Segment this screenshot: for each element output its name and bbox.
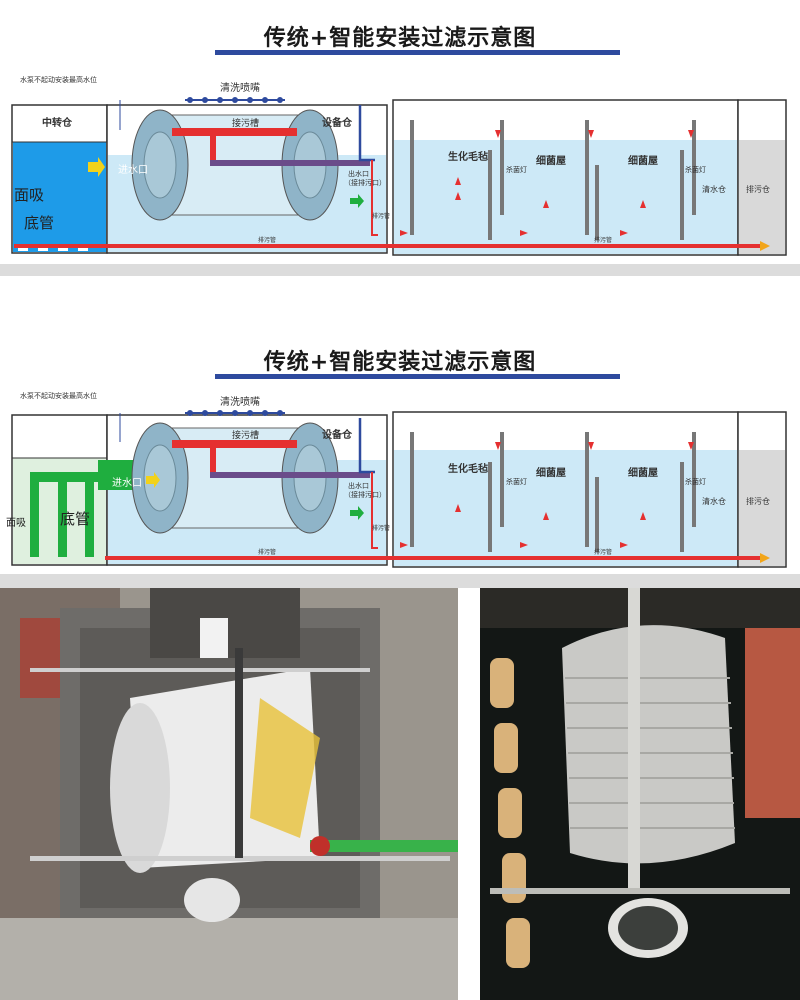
sewage-water: [739, 140, 785, 254]
outlet-label: 出水口: [348, 169, 369, 178]
discharge-pipe-label-2: 排污管: [372, 524, 390, 532]
suction-bottom-label-2: 底管: [60, 510, 90, 528]
discharge-pipe-label: 排污管: [372, 212, 390, 220]
top-diagram: 水泵不起动安装最高水位 清洗喷嘴 接污槽 设备仓 中转仓 进水口 出水口 （接排…: [11, 75, 787, 256]
pump-note-2: 水泵不起动安装最高水位: [20, 391, 97, 400]
outlet-label-2: 出水口: [348, 481, 369, 490]
pump-note: 水泵不起动安装最高水位: [20, 75, 97, 84]
bact1-label-2: 细菌屋: [536, 466, 566, 479]
transfer-label: 中转仓: [42, 116, 73, 129]
install-photo-left: [0, 588, 458, 1000]
bio-label: 生化毛毡: [448, 150, 488, 163]
trough: [172, 128, 297, 136]
top-diagram-title: 传统+智能安装过滤示意图: [263, 26, 537, 51]
trough-label-2: 接污槽: [232, 429, 259, 441]
lamp2-label: 杀菌灯: [685, 165, 706, 174]
bact1-label: 细菌屋: [536, 154, 566, 167]
top-title-bar: [215, 50, 620, 55]
bact2-label-2: 细菌屋: [628, 466, 658, 479]
suction-bottom-label: 底管: [24, 214, 54, 232]
bio-label-2: 生化毛毡: [448, 462, 488, 475]
bio-water: [394, 140, 737, 254]
outlet-sub-2: （接排污口）: [344, 490, 386, 499]
bottom-diagram: 水泵不起动安装最高水位 清洗喷嘴 接污槽 设备仓 进水口 出水口 （接排污口） …: [6, 391, 787, 568]
sewage-label: 排污仓: [746, 184, 770, 194]
bottom-pipe1-label: 排污管: [258, 236, 276, 244]
transfer-water: [13, 142, 106, 252]
suction-left-label: 面吸: [14, 186, 44, 204]
install-photo-right: [480, 588, 800, 1000]
nozzle-label-2: 清洗喷嘴: [220, 395, 260, 408]
clean-label: 清水仓: [702, 184, 726, 194]
bact2-label: 细菌屋: [628, 154, 658, 167]
equipment-label-2: 设备仓: [322, 428, 353, 441]
bottom-pipe1-label-2: 排污管: [258, 548, 276, 556]
separator-band-2: [0, 574, 800, 588]
inlet-label-2: 进水口: [112, 477, 142, 489]
bottom-pipe2-label: 排污管: [594, 236, 612, 244]
bottom-diagram-title: 传统+智能安装过滤示意图: [263, 350, 537, 375]
outlet-sub: （接排污口）: [344, 178, 386, 187]
sewage-label-2: 排污仓: [746, 496, 770, 506]
equipment-label: 设备仓: [322, 116, 353, 129]
bottom-drain-pipe: [14, 244, 764, 248]
lamp2-label-2: 杀菌灯: [685, 477, 706, 486]
nozzle-label: 清洗喷嘴: [220, 81, 260, 94]
bottom-pipe2-label-2: 排污管: [594, 548, 612, 556]
clean-label-2: 清水仓: [702, 496, 726, 506]
inlet-label: 进水口: [118, 164, 148, 176]
bottom-title-bar: [215, 374, 620, 379]
suction-left-label-2: 面吸: [6, 518, 26, 529]
lamp1-label-2: 杀菌灯: [506, 477, 527, 486]
lamp1-label: 杀菌灯: [506, 165, 527, 174]
inlet-arrow-icon: [88, 157, 105, 177]
trough-label: 接污槽: [232, 117, 259, 129]
separator-band-1: [0, 264, 800, 276]
